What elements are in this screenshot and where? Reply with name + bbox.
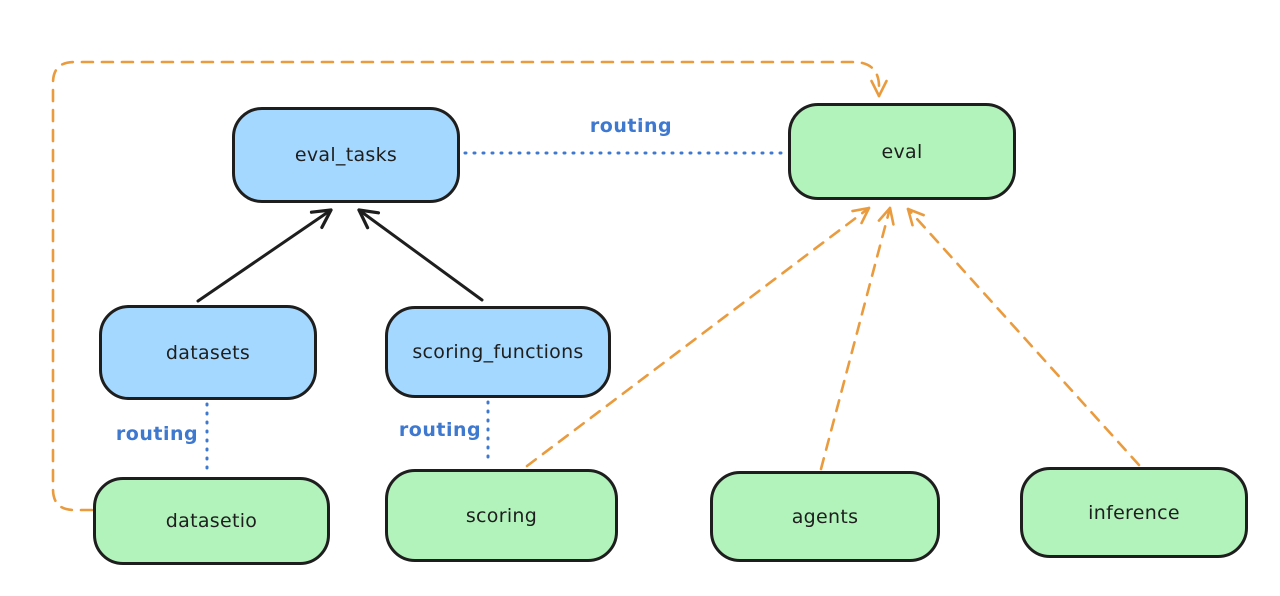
- node-eval: eval: [788, 103, 1016, 200]
- node-datasetio: datasetio: [93, 477, 330, 565]
- edge-agents-to-eval: [819, 206, 895, 471]
- edge-datasets-to-eval-tasks: [196, 208, 333, 303]
- node-datasetio-label: datasetio: [165, 510, 258, 532]
- edge-inference-to-eval: [906, 207, 1141, 467]
- node-scoring: scoring: [385, 469, 618, 562]
- routing-label-eval-tasks-eval: routing: [589, 115, 673, 137]
- node-scoring-label: scoring: [465, 504, 538, 527]
- node-agents-label: agents: [791, 505, 859, 528]
- edge-scoring-to-eval: [525, 206, 871, 468]
- node-eval-label: eval: [881, 140, 923, 163]
- node-scoring-functions-label: scoring_functions: [412, 341, 584, 363]
- routing-label-scoring-functions-scoring: routing: [398, 419, 482, 441]
- node-agents: agents: [710, 471, 940, 562]
- node-scoring-functions: scoring_functions: [385, 306, 611, 398]
- node-inference: inference: [1020, 467, 1248, 558]
- node-eval-tasks-label: eval_tasks: [294, 144, 398, 166]
- routing-label-datasets-datasetio: routing: [115, 423, 199, 445]
- node-eval-tasks: eval_tasks: [232, 107, 460, 203]
- edge-scoring-functions-to-eval-tasks: [357, 208, 484, 302]
- node-datasets: datasets: [99, 305, 317, 400]
- node-inference-label: inference: [1088, 501, 1180, 524]
- node-datasets-label: datasets: [165, 341, 251, 364]
